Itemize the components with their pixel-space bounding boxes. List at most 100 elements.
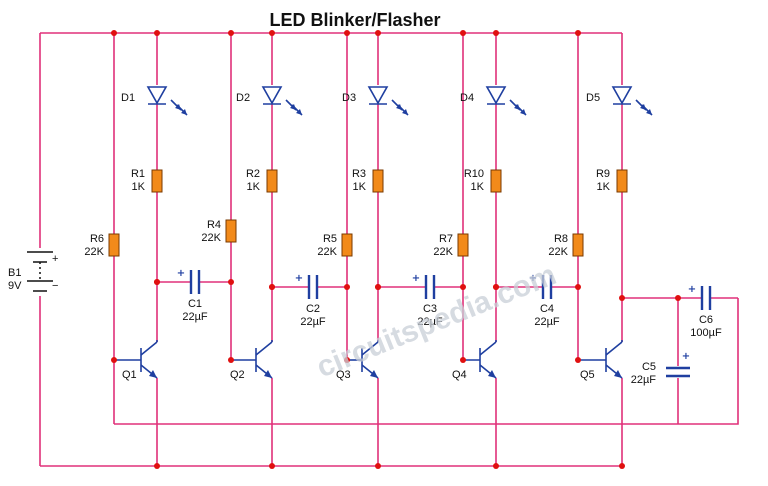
junction-dot [154,30,160,36]
junction-dot [269,463,275,469]
led-label: D5 [586,92,600,104]
transistor-collector [140,341,158,356]
led-label: D4 [460,92,474,104]
c6-name: C6 [699,314,713,326]
battery-minus: − [52,280,58,292]
led-label: D1 [121,92,135,104]
emitter-arrow [370,370,378,378]
junction-dot [228,279,234,285]
junction-dot [619,463,625,469]
resistor-name: R7 [439,233,453,245]
junction-dot [375,30,381,36]
emitter-arrow [264,370,272,378]
transistor-collector [361,341,379,356]
emitter-arrow [488,370,496,378]
capacitor-name: C2 [306,303,320,315]
resistor-name: R10 [464,168,484,180]
collector-resistor [490,169,502,193]
resistor-value: 22K [84,246,104,258]
junctions [111,30,681,469]
base-resistor [572,233,584,257]
resistor-value: 1K [247,181,261,193]
c5-value: 22µF [631,374,657,386]
led-label: D2 [236,92,250,104]
c5-name: C5 [642,361,656,373]
junction-dot [344,30,350,36]
resistor-name: R9 [596,168,610,180]
junction-dot [375,463,381,469]
capacitor-name: C1 [188,298,202,310]
resistor-name: R3 [352,168,366,180]
battery-plus: + [52,253,58,265]
resistor-name: R1 [131,168,145,180]
junction-dot [344,284,350,290]
junction-dot [493,284,499,290]
capacitor-value: 22µF [417,316,443,328]
capacitor-value: 22µF [182,311,208,323]
capacitor-name: C3 [423,303,437,315]
resistor-value: 22K [433,246,453,258]
resistor-name: R8 [554,233,568,245]
wires [39,32,739,467]
junction-dot [460,284,466,290]
junction-dot [575,284,581,290]
led-2 [261,86,283,105]
transistor-label: Q2 [230,369,245,381]
battery-value: 9V [8,280,22,292]
transistor-label: Q4 [452,369,467,381]
polarity-plus: + [295,273,303,284]
page-title: LED Blinker/Flasher [269,10,440,30]
transistor-collector [479,341,497,356]
junction-dot [269,284,275,290]
transistor-label: Q5 [580,369,595,381]
resistor-name: R4 [207,219,221,231]
resistor-value: 22K [317,246,337,258]
transistor-label: Q3 [336,369,351,381]
junction-dot [675,295,681,301]
led-3 [367,86,389,105]
junction-dot [375,284,381,290]
collector-resistor [266,169,278,193]
junction-dot [619,295,625,301]
components [27,86,712,379]
c5-plus: + [682,351,690,362]
junction-dot [111,357,117,363]
transistor-collector [255,341,273,356]
led-1 [146,86,168,105]
junction-dot [493,30,499,36]
led-arrow-head [402,109,408,115]
junction-dot [460,357,466,363]
resistor-value: 22K [201,232,221,244]
resistor-name: R6 [90,233,104,245]
c6-value: 100µF [690,327,722,339]
capacitor-value: 22µF [534,316,560,328]
battery-name: B1 [8,267,21,279]
junction-dot [269,30,275,36]
junction-dot [228,357,234,363]
base-resistor [341,233,353,257]
junction-dot [575,357,581,363]
led-label: D3 [342,92,356,104]
watermark: circuitspedia.com [312,258,561,384]
resistor-value: 1K [597,181,611,193]
resistor-value: 1K [353,181,367,193]
junction-dot [493,463,499,469]
polarity-plus: + [412,273,420,284]
transistor-collector [605,341,623,356]
collector-resistor [151,169,163,193]
junction-dot [344,357,350,363]
junction-dot [154,279,160,285]
junction-dot [111,30,117,36]
resistor-value: 22K [548,246,568,258]
led-4 [485,86,507,105]
emitter-arrow [149,370,157,378]
polarity-plus: + [177,268,185,279]
junction-dot [228,30,234,36]
collector-resistor [616,169,628,193]
capacitor-name: C4 [540,303,554,315]
resistor-value: 1K [132,181,146,193]
emitter-bus [114,298,739,425]
led-arrow-head [296,109,302,115]
base-resistor [225,219,237,243]
capacitor-value: 22µF [300,316,326,328]
